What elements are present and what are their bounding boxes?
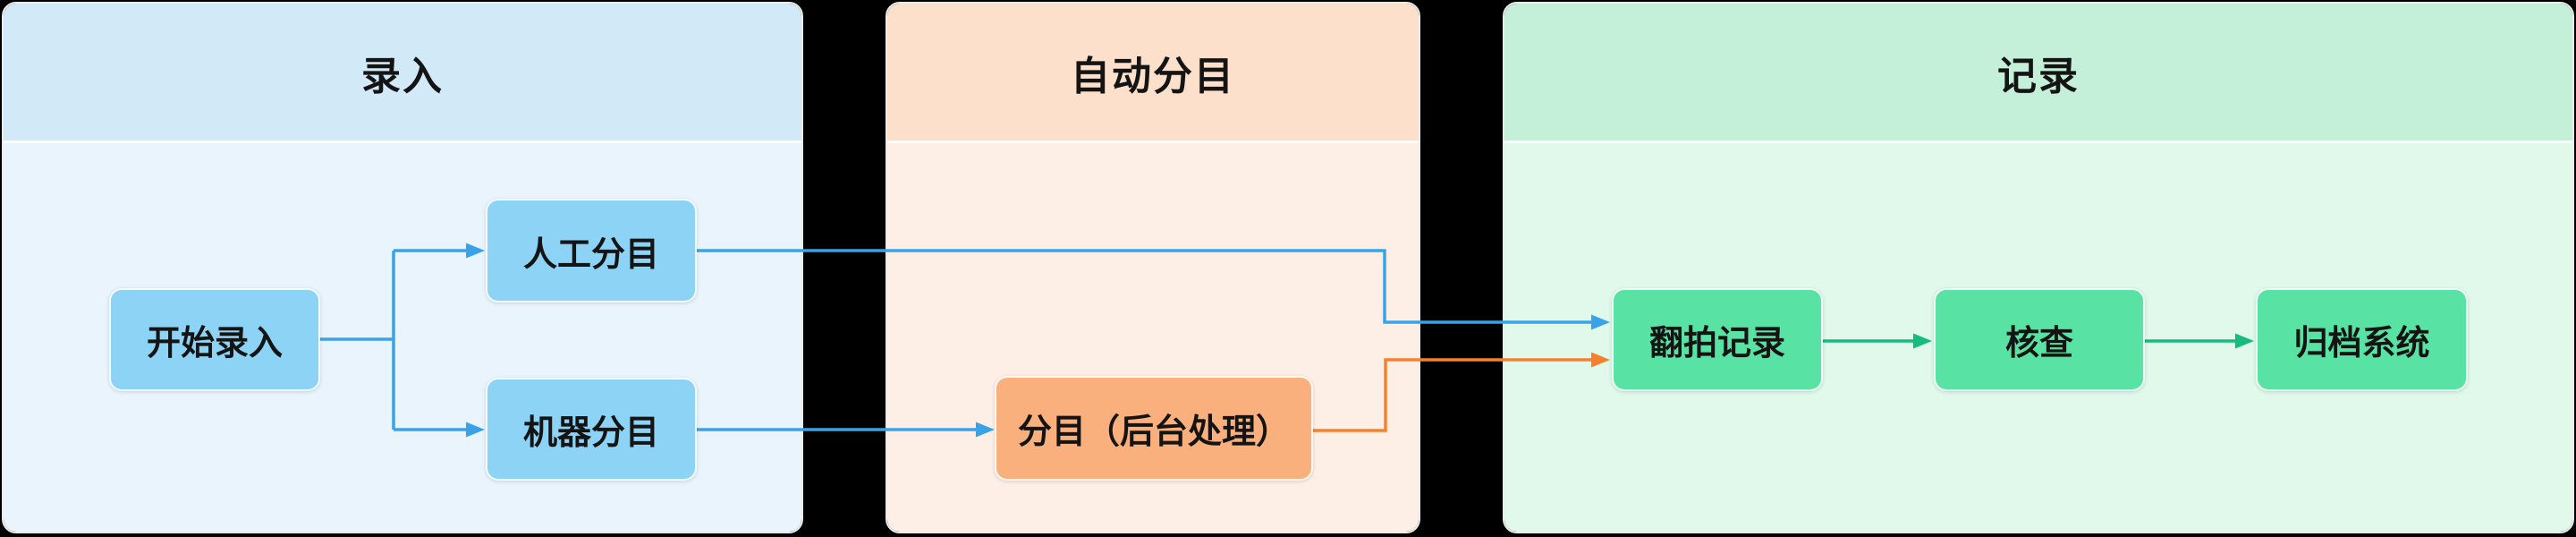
node-machine-catalog-label: 机器分目 [522, 414, 659, 452]
lane-entry-header: 录入 [4, 4, 801, 143]
lane-record-title: 记录 [1997, 54, 2080, 98]
node-manual-catalog-label: 人工分目 [522, 235, 659, 274]
node-catalog-background-process[interactable]: 分目（后台处理） [995, 376, 1313, 481]
lane-auto-catalog-title: 自动分目 [1071, 54, 1235, 98]
lane-auto-catalog-header: 自动分目 [887, 4, 1419, 143]
node-archive-system[interactable]: 归档系统 [2256, 288, 2468, 391]
node-check-label: 核查 [2004, 325, 2073, 362]
node-archive-system-label: 归档系统 [2293, 325, 2430, 362]
node-start-entry[interactable]: 开始录入 [109, 288, 320, 391]
lane-record: 记录 [1503, 2, 2574, 533]
node-manual-catalog[interactable]: 人工分目 [486, 199, 697, 303]
node-reshoot-record-label: 翻拍记录 [1648, 325, 1785, 362]
node-start-entry-label: 开始录入 [146, 325, 283, 362]
node-check[interactable]: 核查 [1934, 288, 2145, 391]
node-catalog-background-process-label: 分目（后台处理） [1017, 413, 1290, 451]
lane-record-header: 记录 [1504, 4, 2572, 143]
lane-entry-title: 录入 [361, 54, 444, 98]
node-reshoot-record[interactable]: 翻拍记录 [1612, 288, 1823, 391]
node-machine-catalog[interactable]: 机器分目 [486, 378, 697, 481]
